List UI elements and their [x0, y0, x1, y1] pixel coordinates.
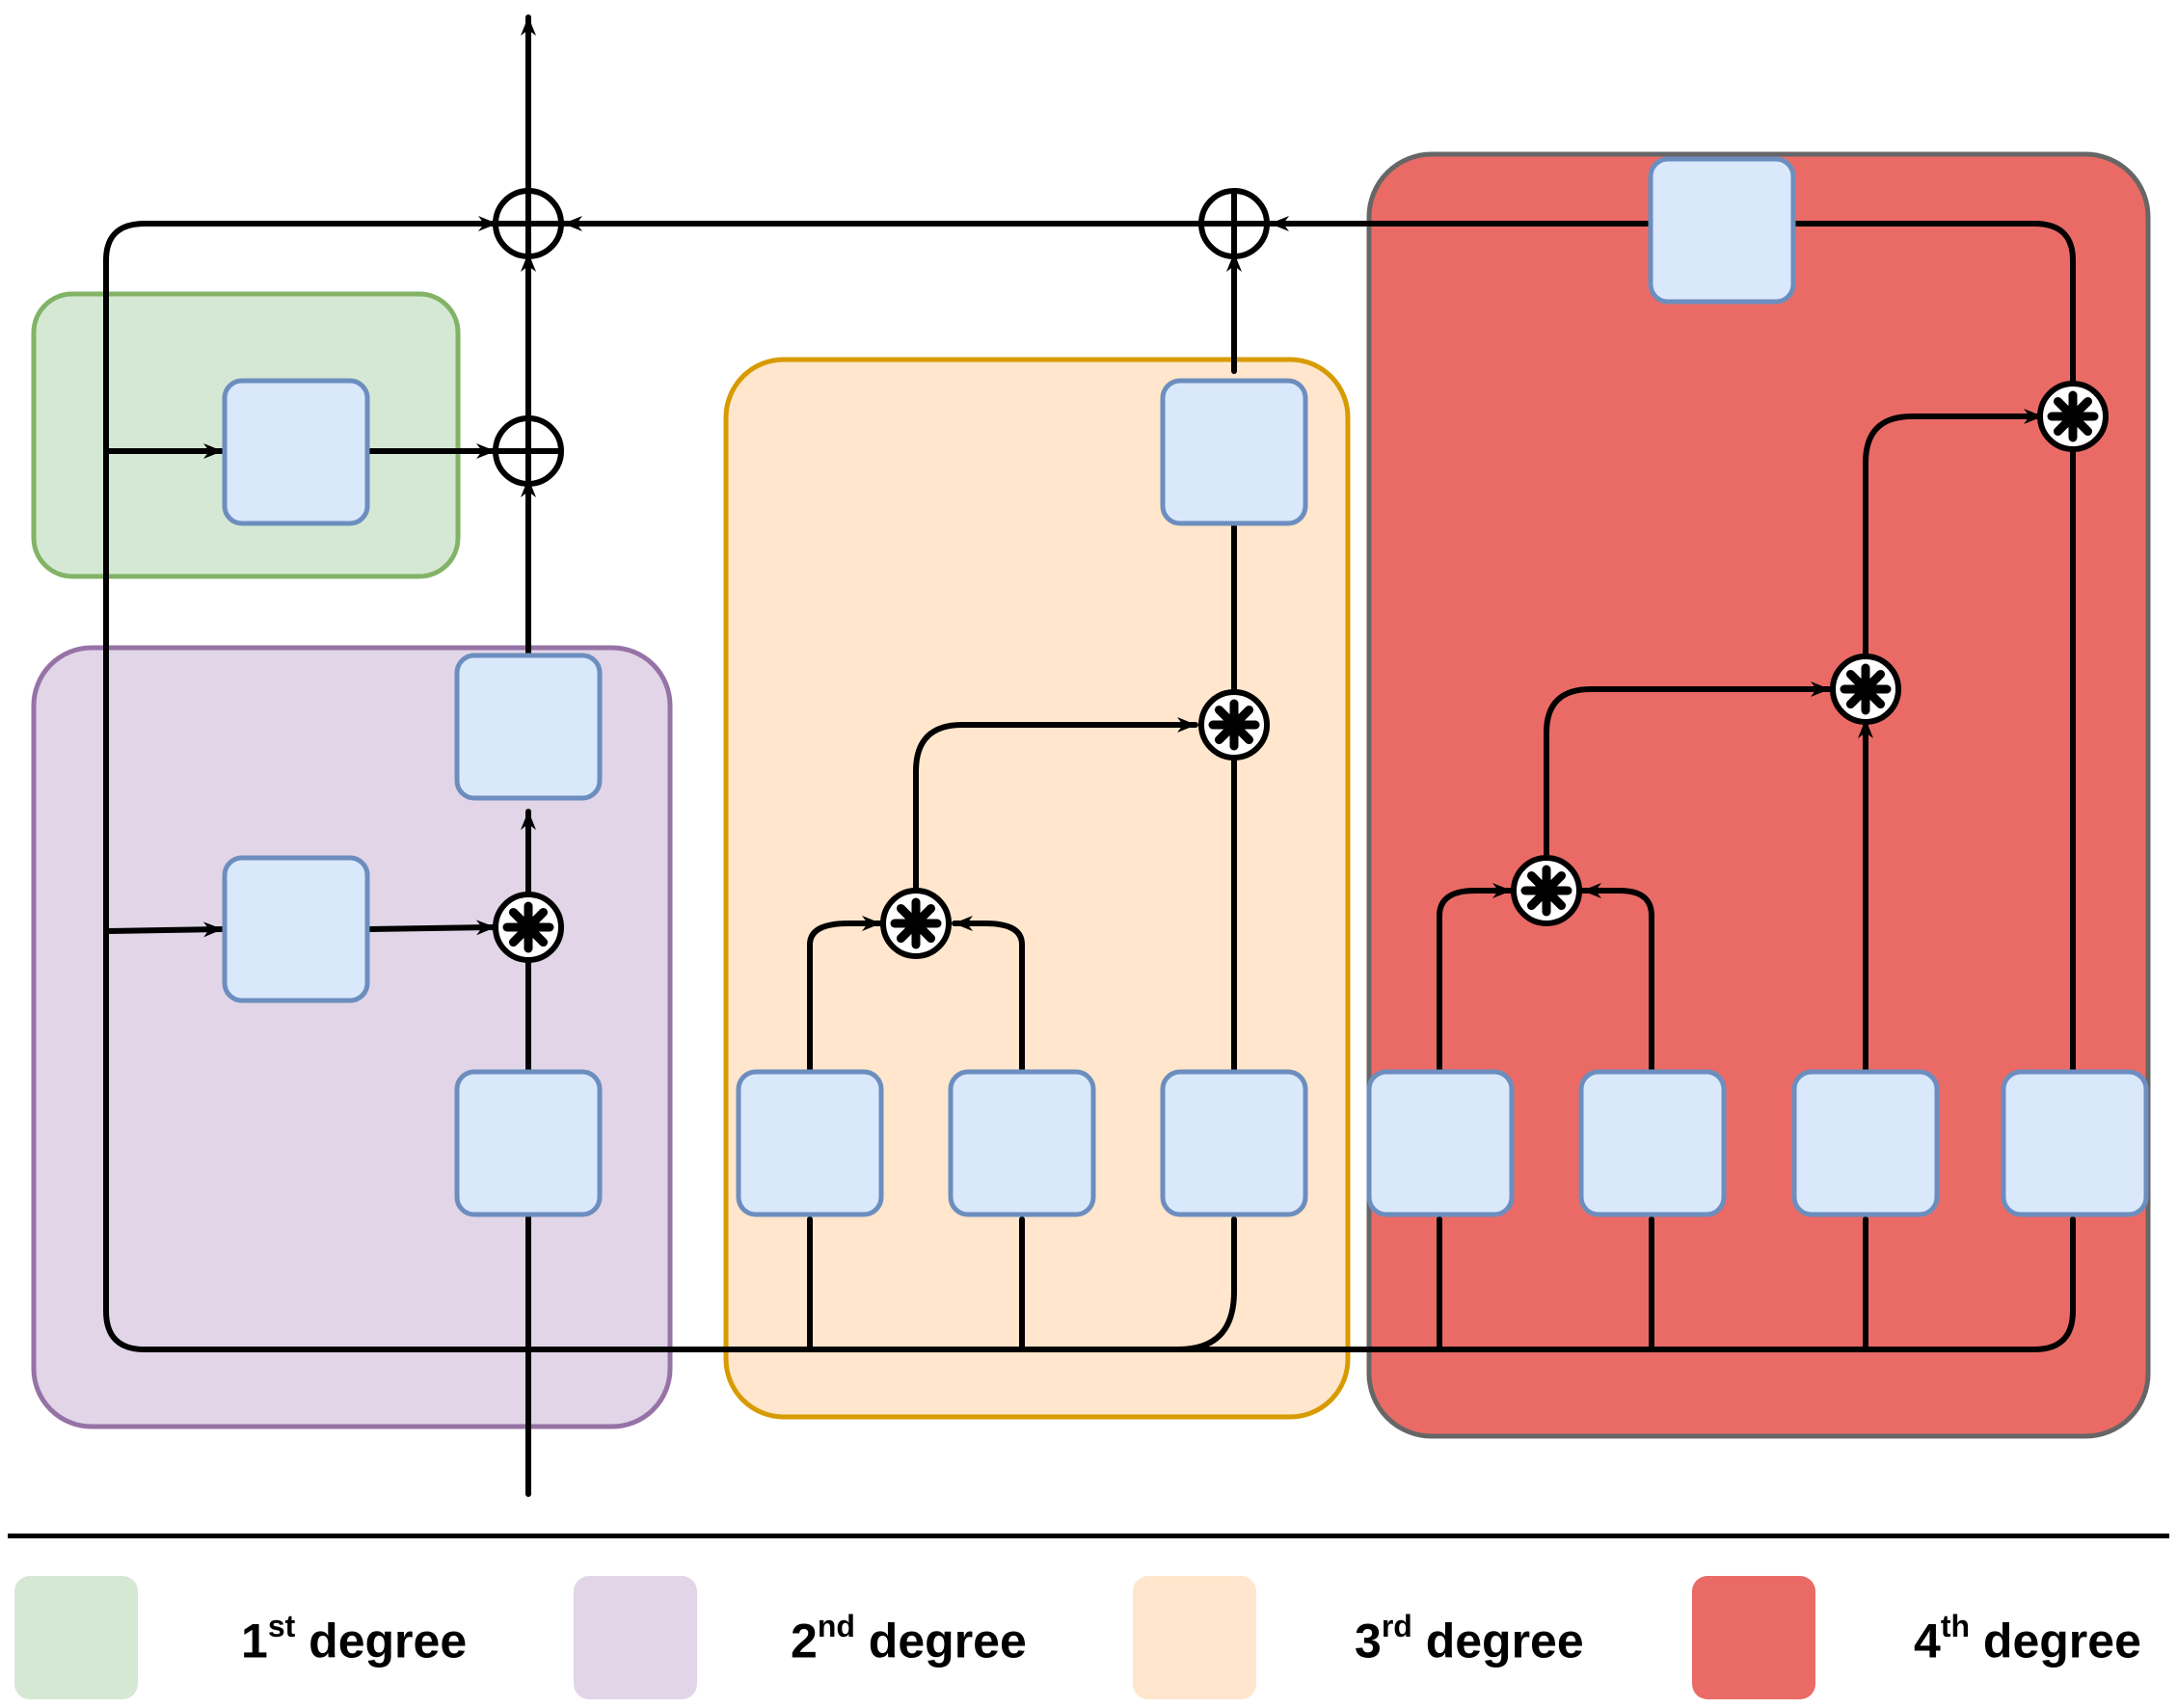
block-4th-input-d [2001, 1069, 2149, 1217]
edge-bottom-bus [525, 1216, 2076, 1352]
multiply-operators [493, 381, 2109, 963]
legend-divider [8, 1534, 2169, 1538]
legend-degree-suffix: th [1940, 1609, 1971, 1643]
edge-4th-b-to-mult [1580, 883, 1654, 1075]
edge-bus-to-2nd-block [103, 921, 225, 938]
block-2nd-mult-input [222, 855, 370, 1003]
multiply-operator-mult-2nd [493, 892, 564, 963]
region-4th-degree [1366, 151, 2151, 1439]
block-2nd-output [454, 653, 603, 801]
block-4th-input-b [1578, 1069, 1727, 1217]
block-4th-input-c [1791, 1069, 1940, 1217]
legend-degree-text: degree [1411, 1614, 1584, 1668]
legend-swatch-2 [574, 1576, 697, 1699]
legend-degree-text: degree [295, 1614, 468, 1668]
edge-2nd-block-to-mult [366, 920, 497, 936]
legend-degree-number: 3 [1355, 1614, 1382, 1668]
legend-degree-text: degree [1970, 1614, 2141, 1668]
legend-degree-suffix: rd [1381, 1609, 1412, 1643]
legend-label-2: 2nd degree [791, 1611, 1027, 1668]
legend-swatch-1 [14, 1576, 138, 1699]
block-2nd-input [454, 1069, 603, 1217]
edge-4th-mult-to-mult [1544, 681, 1832, 866]
multiply-operator-mult-4th-third [2037, 381, 2109, 452]
add-operator-lower [493, 415, 564, 487]
legend-degree-suffix: nd [817, 1609, 855, 1643]
multiply-operator-mult-4th-first [1511, 855, 1582, 926]
block-1st [222, 378, 370, 526]
legend-label-1: 1st degree [241, 1611, 468, 1668]
block-3rd-input-b [948, 1069, 1096, 1217]
block-4th-output [1648, 156, 1796, 305]
block-3rd-output [1160, 378, 1308, 526]
multiply-operator-mult-3rd-second [1198, 689, 1270, 761]
legend-degree-number: 2 [791, 1614, 818, 1668]
multiply-operator-mult-3rd-first [880, 888, 952, 959]
add-operator-output [493, 188, 564, 259]
legend-degree-number: 4 [1914, 1614, 1941, 1668]
edge-3rd-a-to-mult [807, 916, 883, 1075]
region-2nd-degree [31, 645, 673, 1429]
edges [103, 14, 2076, 1497]
legend-label-3: 3rd degree [1355, 1611, 1584, 1668]
legend-swatch-3 [1133, 1576, 1256, 1699]
edge-3rd-mult-to-mult [913, 717, 1198, 899]
legend-degree-number: 1 [241, 1614, 268, 1668]
add-operator-upper-right [1198, 188, 1270, 259]
block-3rd-input-c [1160, 1069, 1308, 1217]
edge-bus-to-3rd-2 [1175, 1216, 1237, 1352]
edge-3rd-b-to-mult [952, 916, 1025, 1075]
edge-4th-a-to-mult [1437, 883, 1514, 1075]
legend-label-4: 4th degree [1914, 1611, 2141, 1668]
legend-swatch-4 [1692, 1576, 1815, 1699]
block-4th-input-a [1366, 1069, 1515, 1217]
edge-4th-mult-to-mult2 [1863, 409, 2045, 663]
edge-left-bus [103, 216, 531, 1352]
multiply-operator-mult-4th-second [1830, 654, 1901, 725]
block-3rd-input-a [736, 1069, 884, 1217]
edge-4th-mult-to-top [1268, 216, 2076, 390]
legend-degree-suffix: st [267, 1609, 296, 1643]
legend-degree-text: degree [854, 1614, 1027, 1668]
